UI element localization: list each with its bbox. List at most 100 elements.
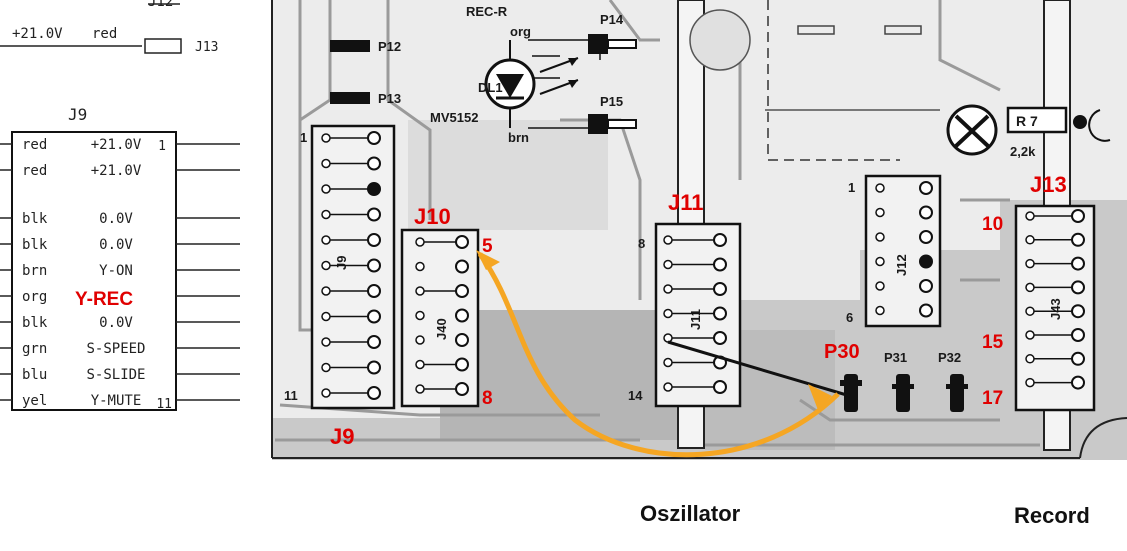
connector-pin <box>321 207 381 222</box>
wire-color: blk <box>22 211 48 227</box>
connector-pin <box>1025 280 1085 295</box>
signal-name: 0.0V <box>99 211 133 227</box>
connector-pin <box>321 182 381 196</box>
j9-first-pin: 1 <box>158 139 166 154</box>
j9-row: org <box>0 289 240 305</box>
signal-name: 0.0V <box>99 315 133 331</box>
r7-value: 2,2k <box>1010 144 1036 159</box>
led-brn-wire: brn <box>508 130 529 145</box>
wire-color: grn <box>22 341 47 357</box>
connector-pin <box>875 303 933 318</box>
connector-pin <box>1025 209 1085 223</box>
wire-color: brn <box>22 263 47 279</box>
j9-silk: J9 <box>334 256 349 270</box>
caption-oscillator: Oszillator <box>640 501 741 526</box>
j11-silk: J11 <box>688 309 703 330</box>
voltage-label: +21.0V <box>12 26 63 42</box>
connector-pin <box>663 257 727 272</box>
wire-color: blk <box>22 315 48 331</box>
j12-silk: J12 <box>894 254 909 276</box>
connection-arrow <box>477 252 840 458</box>
wire-color: blk <box>22 237 48 253</box>
j43-silk: J43 <box>1048 298 1063 320</box>
j11-silk-pin14: 14 <box>628 388 643 403</box>
j9-row: red +21.0V <box>0 137 240 153</box>
label-j10-pin5: 5 <box>482 236 493 257</box>
connector-pin <box>415 333 469 347</box>
connector-pin <box>321 233 381 247</box>
p14-pad: P14 <box>588 12 637 54</box>
connector-pin <box>415 259 469 274</box>
led-name: DL1 <box>478 80 503 95</box>
connector-pin <box>415 235 469 249</box>
svg-text:P31: P31 <box>884 350 907 365</box>
label-j10-pin8: 8 <box>482 388 493 409</box>
caption-record: Record <box>1014 503 1090 528</box>
signal-name: +21.0V <box>91 137 142 153</box>
svg-text:P15: P15 <box>600 94 623 109</box>
signal-name: S-SPEED <box>86 341 145 357</box>
ground-plane-inner <box>440 310 680 440</box>
connector-label: J13 <box>195 40 218 55</box>
led-title: REC-R <box>466 4 508 19</box>
j13-plug <box>144 38 182 54</box>
p31-pad: P31 <box>884 350 914 412</box>
connector-pin <box>663 306 727 321</box>
j9-row: red+21.0V <box>0 163 240 179</box>
arrow-head-left <box>476 250 500 270</box>
connector-pin <box>321 309 381 324</box>
j12-silk-pin6: 6 <box>846 310 853 325</box>
j9-silk-pin1: 1 <box>300 130 307 145</box>
p15-pad: P15 <box>588 94 637 134</box>
j10-board-connector: J40 <box>400 228 480 408</box>
j40-silk: J40 <box>434 318 449 340</box>
connector-pin <box>321 386 381 400</box>
connector-pin <box>663 380 727 394</box>
connector-pin <box>321 258 381 273</box>
label-j13-pin10: 10 <box>982 214 1003 235</box>
j12-board-connector: 1 6 J12 <box>846 174 942 328</box>
r7-label: R 7 <box>1016 113 1038 129</box>
wire-color-label: red <box>92 26 117 42</box>
j9-last-pin: 11 <box>156 397 172 412</box>
connector-pin <box>875 279 933 293</box>
connector-pin <box>663 331 727 345</box>
j9-board-connector: 1 11 J9 <box>284 124 396 410</box>
j9-silk-pin11: 11 <box>284 388 298 403</box>
connector-pin <box>415 284 469 298</box>
wire-color: blu <box>22 367 47 383</box>
pcb-traces <box>275 0 1040 447</box>
j9-row: blk 0.0V <box>0 211 240 227</box>
connector-pin <box>415 308 469 323</box>
j11-board-connector: 8 14 J11 <box>628 222 742 408</box>
signal-name: +21.0V <box>91 163 142 179</box>
connector-pin <box>875 205 933 220</box>
j9-row: brn Y-ON <box>0 263 240 279</box>
j9-row: blk 0.0V <box>0 315 240 331</box>
connector-pin <box>415 357 469 372</box>
p30-pad <box>840 374 862 412</box>
connector-pin <box>321 360 381 375</box>
signal-name: Y-MUTE <box>91 393 142 409</box>
j9-table-box <box>11 131 177 411</box>
label-j13-pin15: 15 <box>982 332 1004 353</box>
p13-pad: P13 <box>330 91 401 106</box>
ghost-connector-label: J12 <box>148 0 173 10</box>
j9-row: grn S-SPEED <box>0 341 240 357</box>
connector-pin <box>1025 328 1085 342</box>
svg-text:P14: P14 <box>600 12 624 27</box>
jumper-wire <box>667 340 851 398</box>
wire-color: red <box>22 137 47 153</box>
j9-table-title: J9 <box>68 105 87 124</box>
signal-name: Y-ON <box>99 263 133 279</box>
connector-pin <box>875 181 933 195</box>
connector-pin <box>321 131 381 145</box>
connector-pin <box>321 335 381 349</box>
label-j11: J11 <box>668 190 704 215</box>
